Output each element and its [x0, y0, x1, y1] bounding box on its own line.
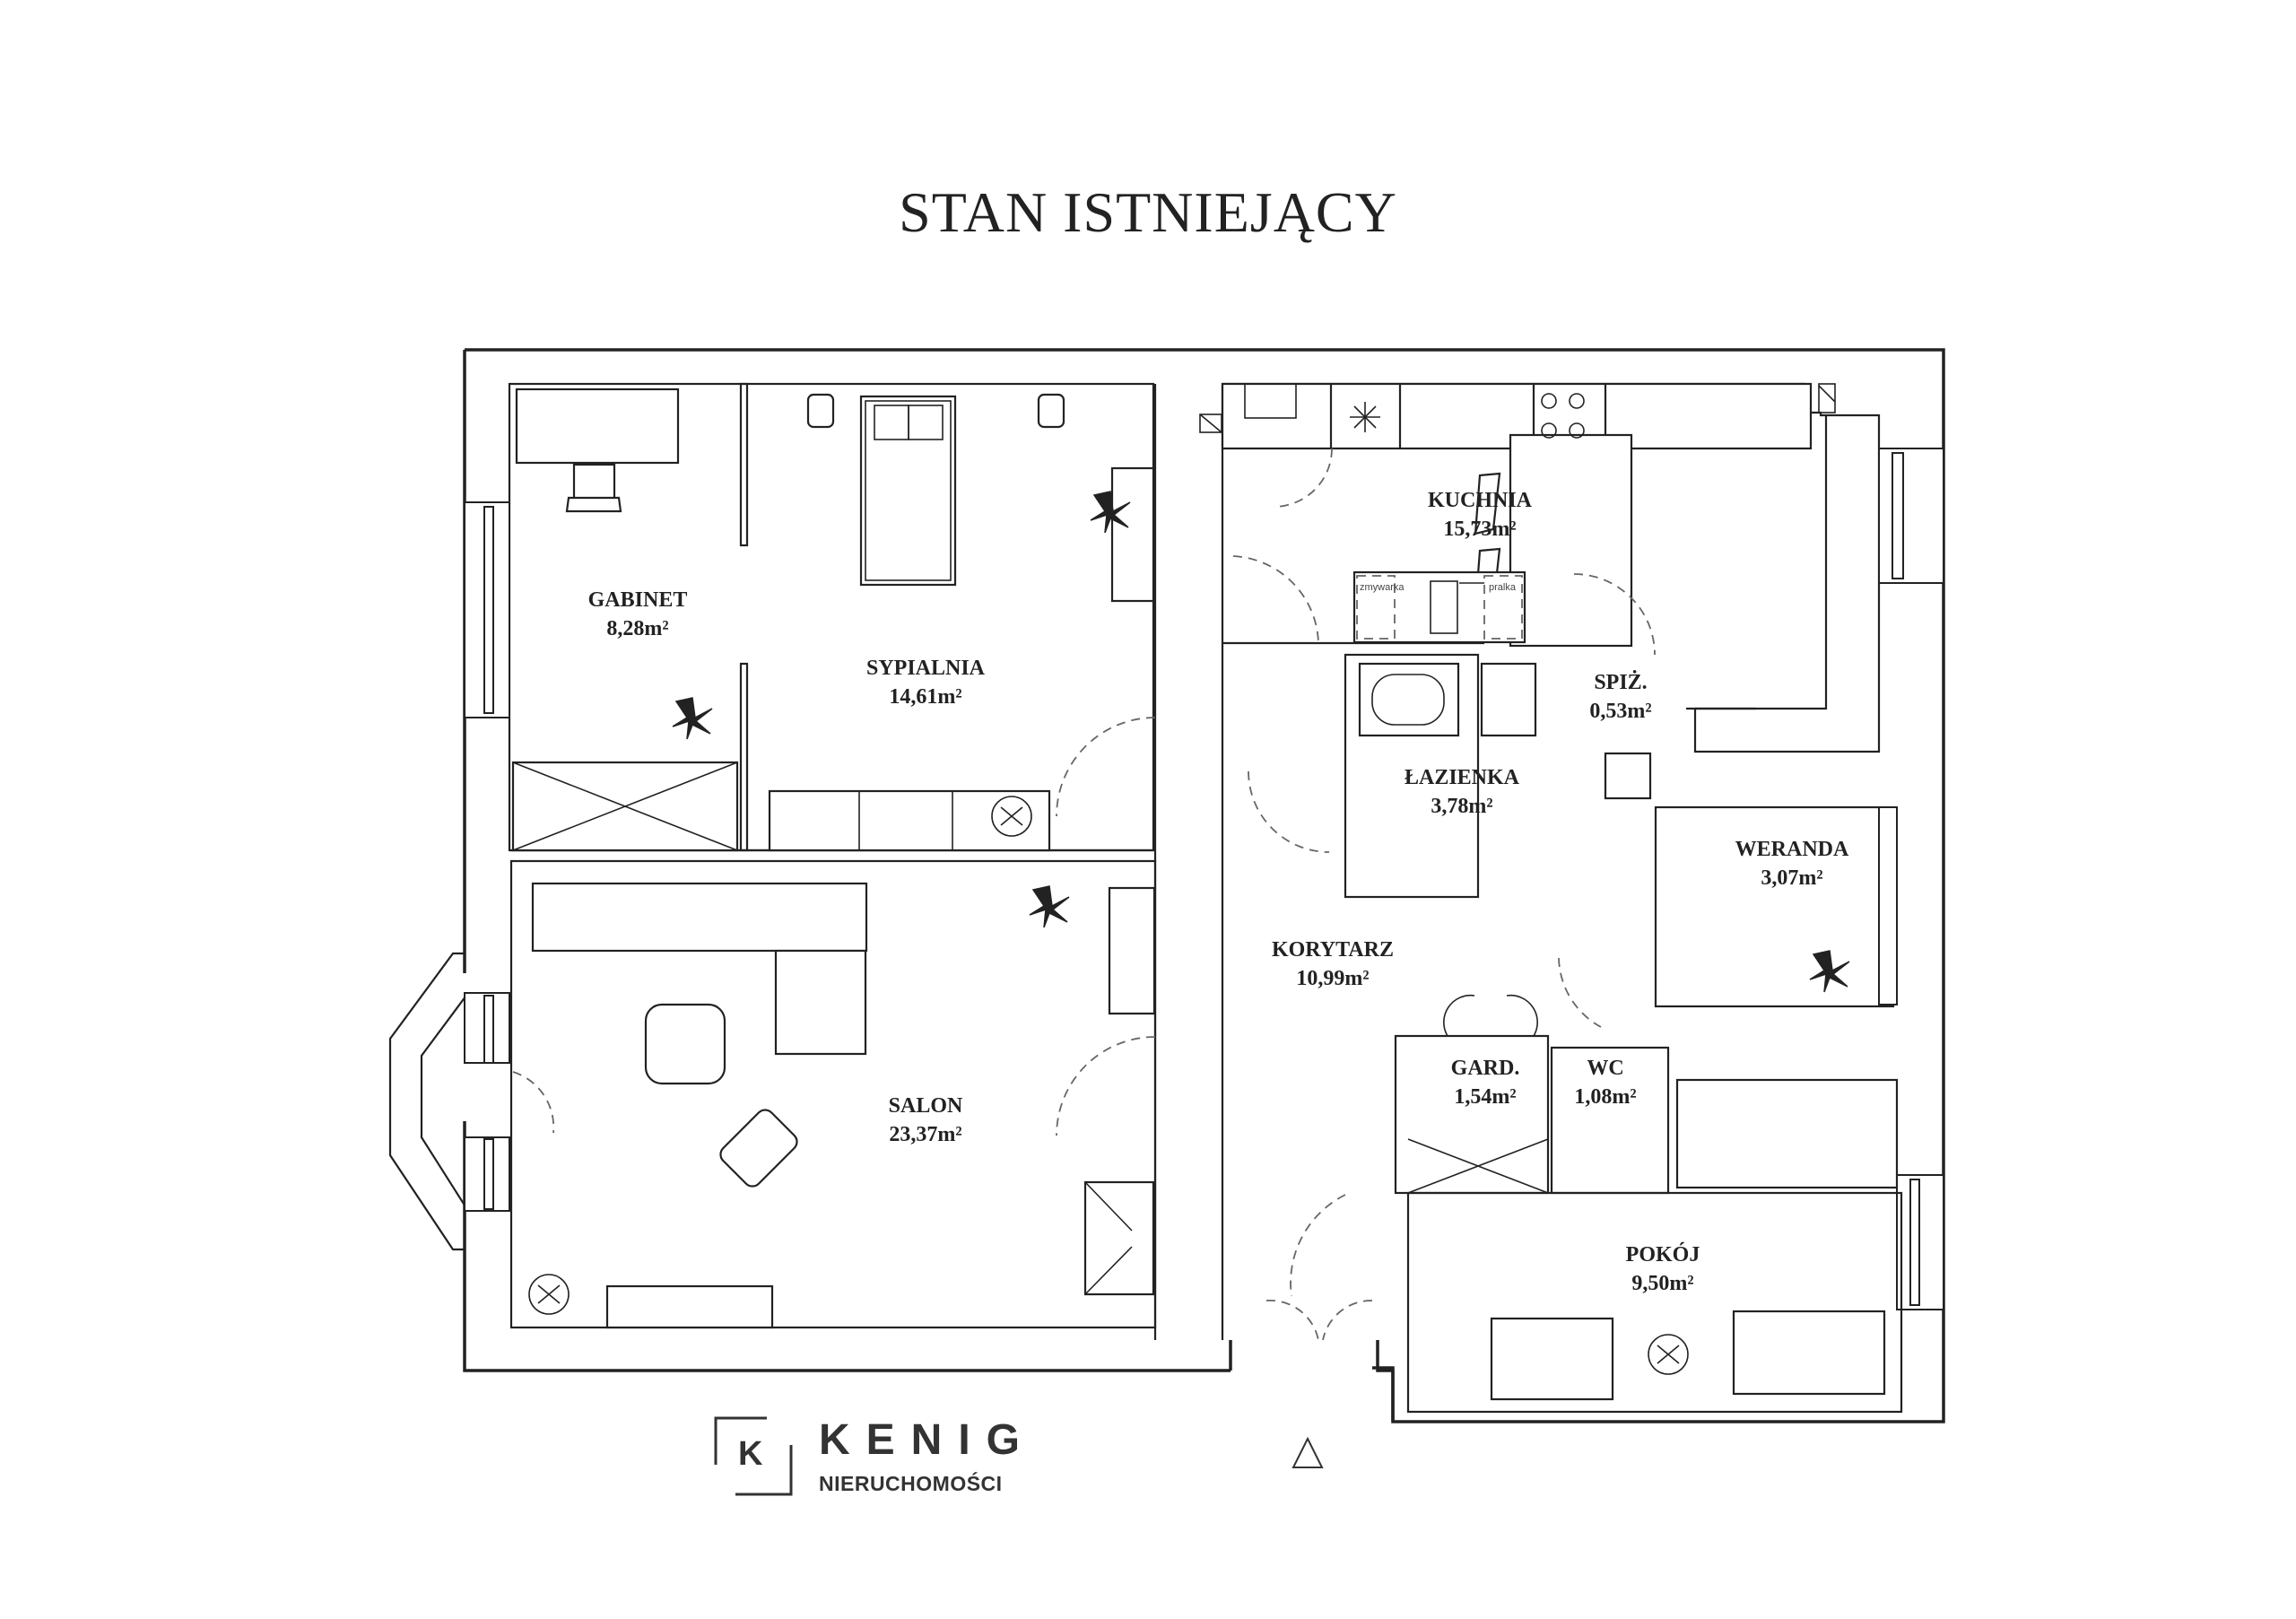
room-name-korytarz: KORYTARZ [1272, 938, 1394, 962]
dishwasher-label: zmywarka [1360, 582, 1405, 593]
fridge-snowflake-icon [1350, 402, 1380, 432]
sypialnia-furniture [768, 393, 1155, 852]
gabinet-furniture [511, 387, 739, 852]
room-area-weranda: 3,07m² [1761, 866, 1822, 890]
room-name-lazienka: ŁAZIENKA [1405, 766, 1520, 789]
room-area-wc: 1,08m² [1574, 1085, 1636, 1109]
plant-icon [528, 1274, 570, 1315]
washer-label: pralka [1489, 582, 1517, 593]
room-name-salon: SALON [889, 1094, 963, 1118]
plan-title: STAN ISTNIEJĄCY [899, 180, 1397, 244]
plant-icon [672, 697, 713, 740]
logo-frame-icon [714, 1416, 793, 1496]
plant-icon [1029, 885, 1070, 928]
room-name-gabinet: GABINET [588, 588, 688, 612]
room-name-spiz: SPIŻ. [1594, 671, 1647, 694]
kenig-logo: K KENIG NIERUCHOMOŚCI [713, 1415, 1020, 1505]
door-swings [512, 448, 1656, 1341]
plant-icon [1809, 950, 1850, 993]
plant-icon [991, 796, 1032, 837]
plant-icon [1090, 491, 1131, 534]
kitchen-appliances: zmywarka pralka [1350, 393, 1585, 593]
room-area-lazienka: 3,78m² [1431, 795, 1492, 818]
room-area-spiz: 0,53m² [1589, 700, 1651, 723]
room-area-pokoj: 9,50m² [1631, 1272, 1693, 1295]
logo-name: KENIG [819, 1416, 1037, 1464]
room-area-korytarz: 10,99m² [1296, 967, 1369, 990]
room-name-gard: GARD. [1451, 1057, 1520, 1080]
vent-icon [1199, 413, 1222, 433]
room-name-kuchnia: KUCHNIA [1428, 489, 1533, 512]
hob-icon [1541, 393, 1585, 439]
room-area-salon: 23,37m² [889, 1123, 961, 1146]
plants [528, 491, 1850, 1375]
room-area-gard: 1,54m² [1454, 1085, 1516, 1109]
room-area-gabinet: 8,28m² [606, 617, 668, 640]
room-name-pokoj: POKÓJ [1626, 1242, 1700, 1266]
room-area-sypialnia: 14,61m² [889, 685, 961, 709]
room-area-kuchnia: 15,73m² [1443, 518, 1516, 541]
logo-letter: K [738, 1435, 763, 1473]
salon-furniture [531, 882, 1156, 1329]
room-labels: GABINET 8,28m² SYPIALNIA 14,61m² KUCHNIA… [588, 489, 1849, 1295]
room-name-weranda: WERANDA [1735, 838, 1849, 861]
north-triangle-icon [1292, 1436, 1324, 1468]
plant-icon [1648, 1334, 1689, 1375]
vent-icon [1818, 383, 1836, 413]
room-name-sypialnia: SYPIALNIA [866, 657, 986, 680]
room-name-wc: WC [1587, 1057, 1623, 1080]
logo-subtitle: NIERUCHOMOŚCI [819, 1472, 1003, 1495]
